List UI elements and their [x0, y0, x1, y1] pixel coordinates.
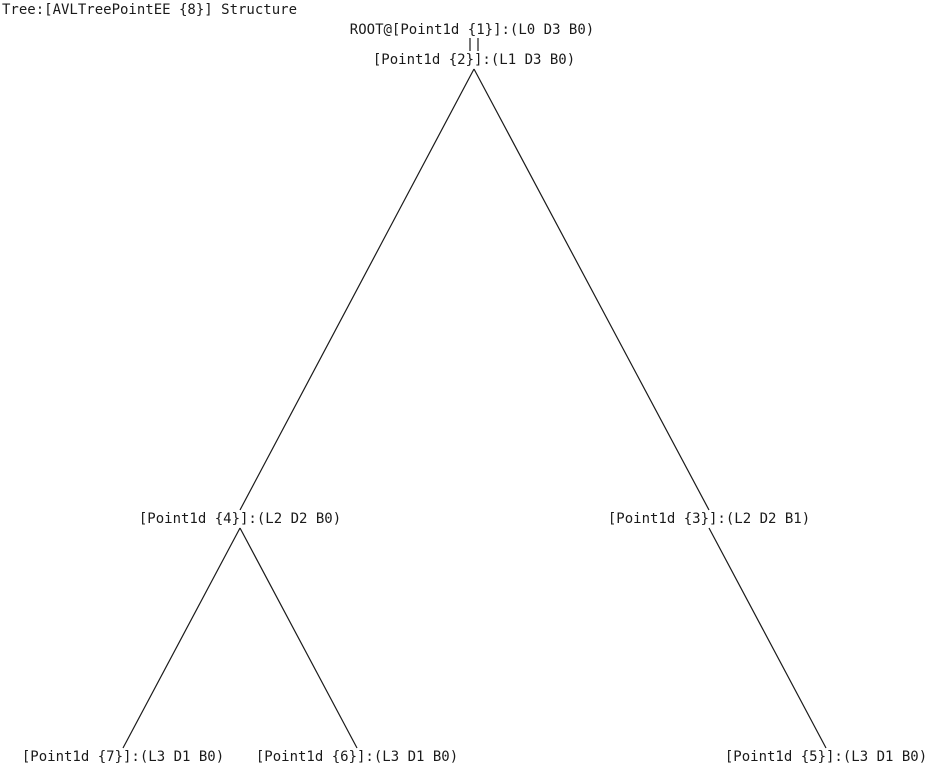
edge-n4-n6	[239, 527, 358, 749]
tree-node-7: [Point1d {7}]:(L3 D1 B0)	[21, 749, 225, 765]
tree-node-5: [Point1d {5}]:(L3 D1 B0)	[724, 749, 928, 765]
tree-node-6: [Point1d {6}]:(L3 D1 B0)	[255, 749, 459, 765]
tree-node-3: [Point1d {3}]:(L2 D2 B1)	[607, 511, 811, 527]
tree-node-root: ROOT@[Point1d {1}]:(L0 D3 B0)	[349, 22, 595, 38]
diagram-title: Tree:[AVLTreePointEE {8}] Structure	[2, 2, 298, 18]
edge-n4-n7	[122, 527, 241, 749]
edge-n2-n3	[473, 68, 710, 511]
edge-n2-n4	[239, 68, 475, 511]
edge-n3-n5	[708, 527, 827, 749]
tree-node-4: [Point1d {4}]:(L2 D2 B0)	[138, 511, 342, 527]
tree-node-2: [Point1d {2}]:(L1 D3 B0)	[372, 52, 576, 68]
